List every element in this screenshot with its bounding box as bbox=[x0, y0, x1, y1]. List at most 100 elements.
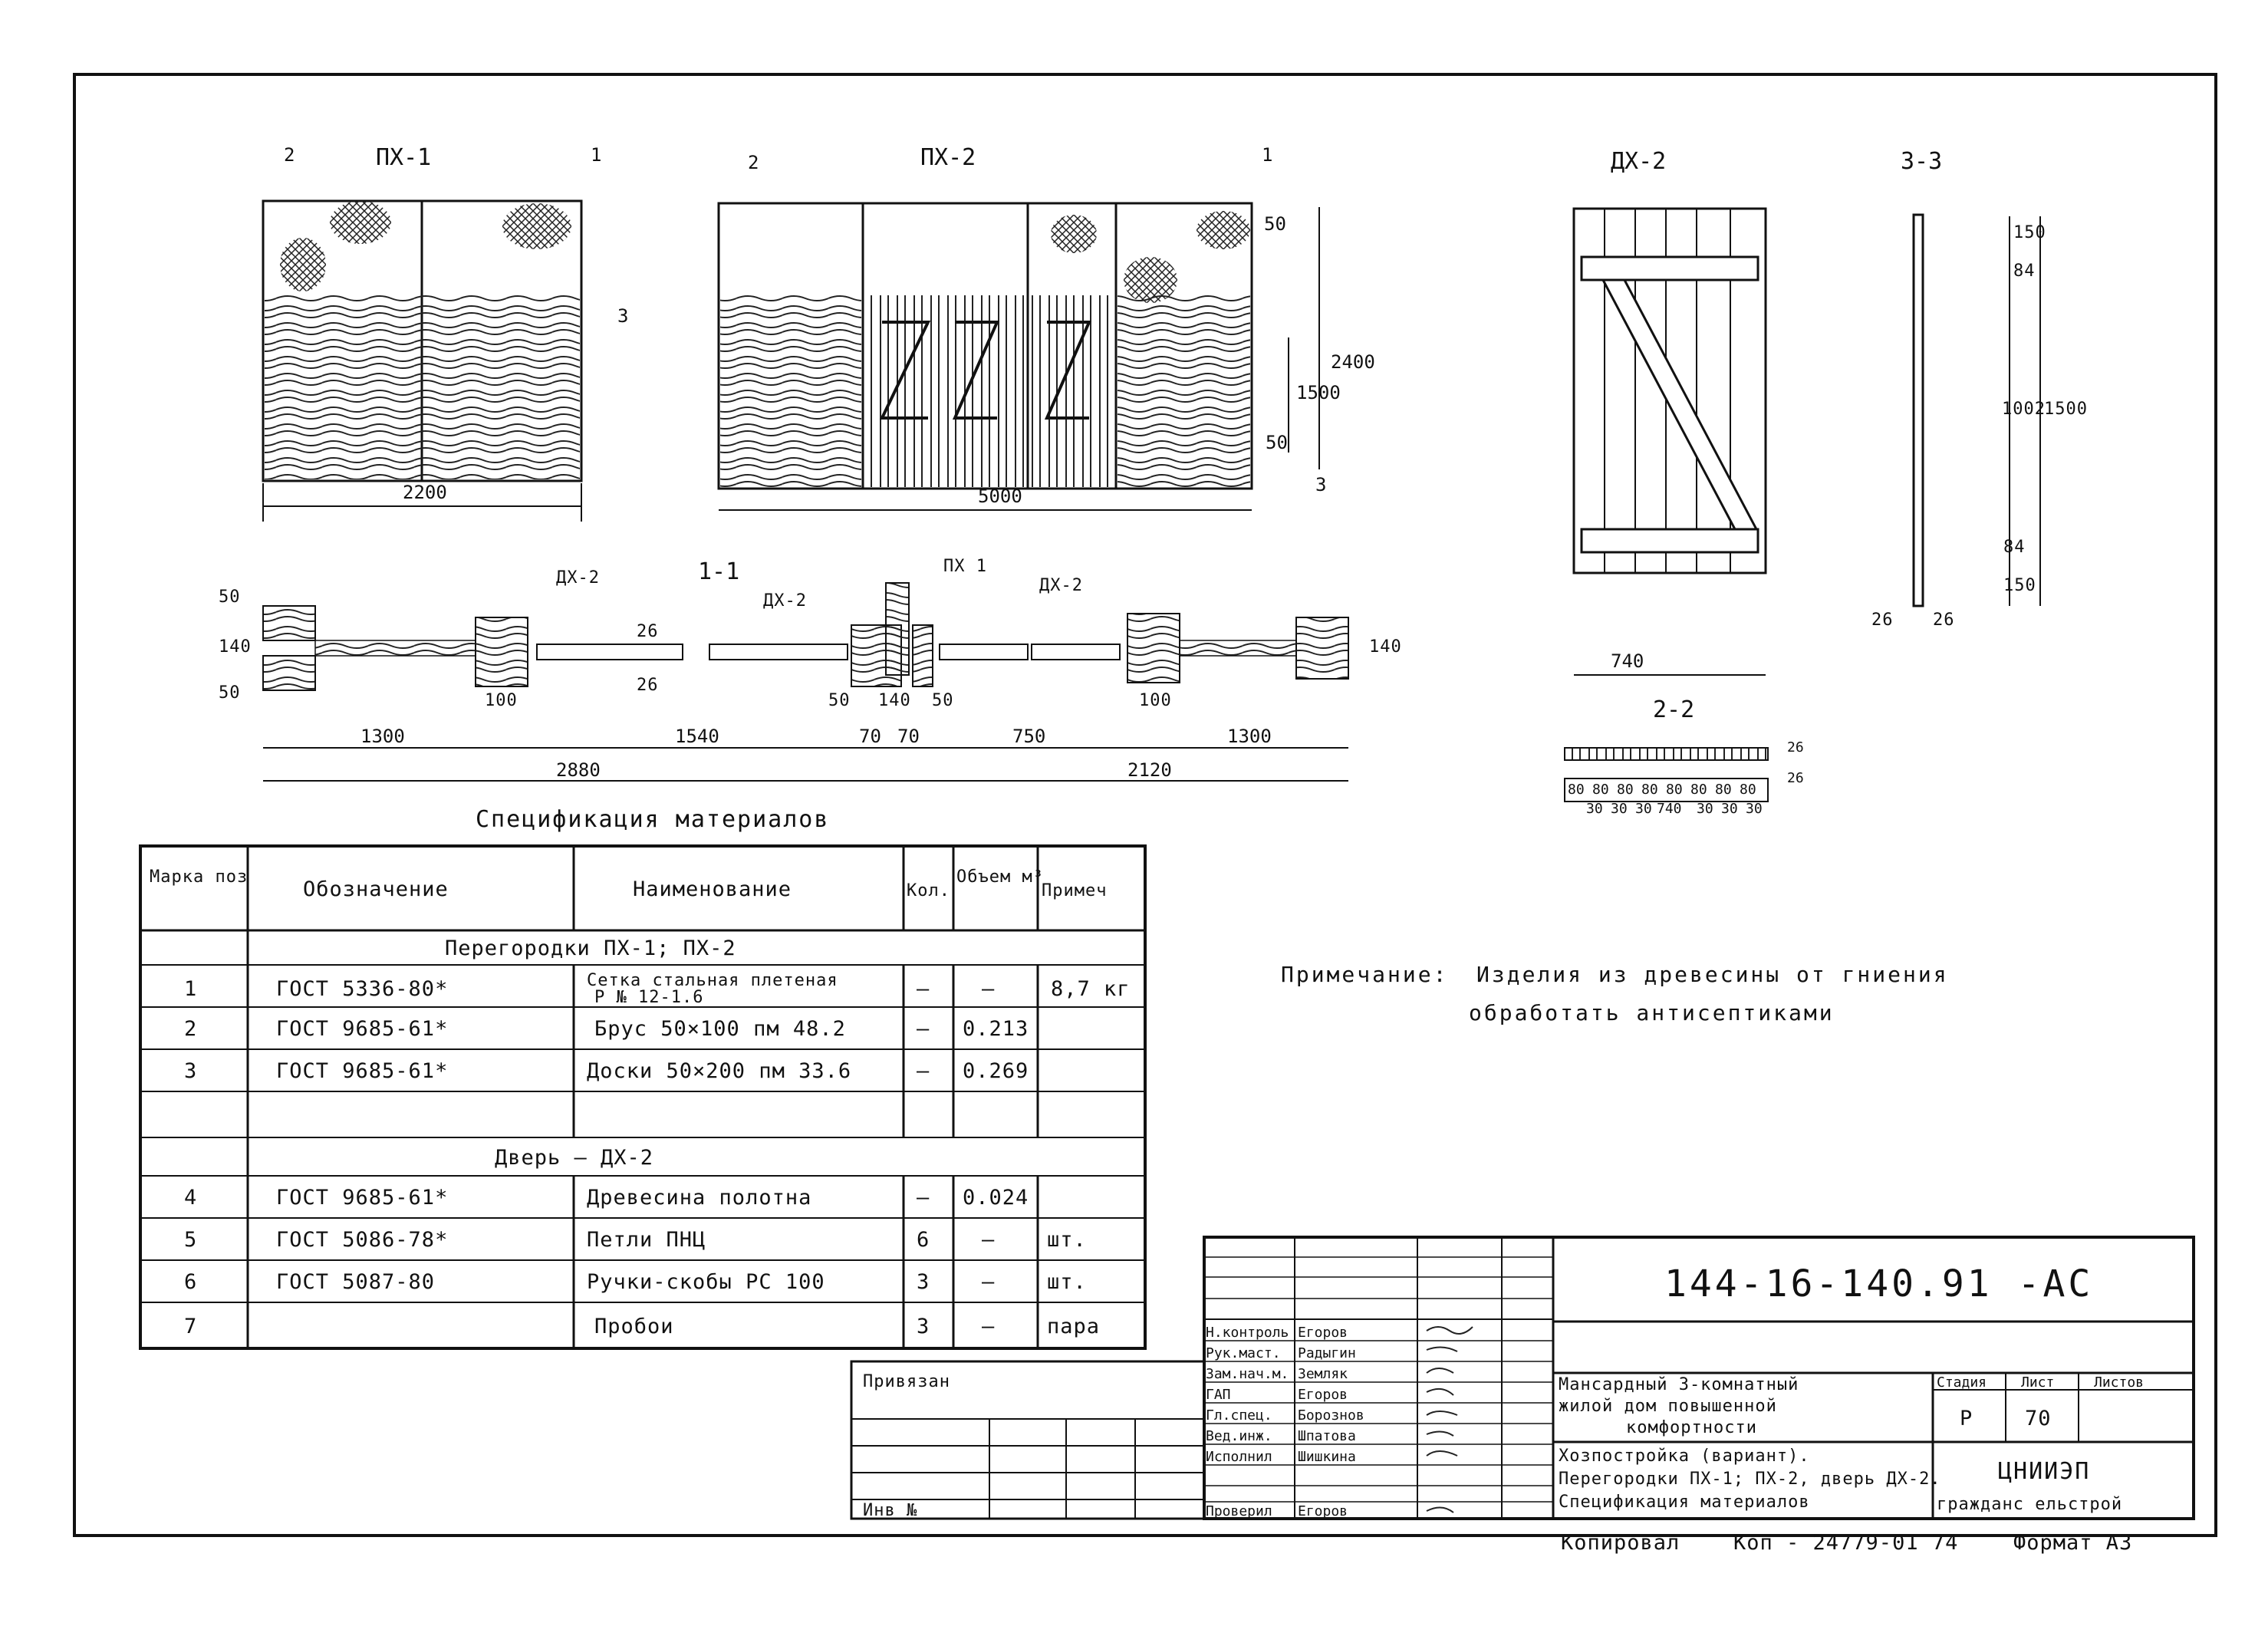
plan-dim-1300a: 1300 bbox=[360, 726, 405, 747]
stamp-name-7: Шишкина bbox=[1298, 1449, 1356, 1465]
svg-text:7: 7 bbox=[184, 1315, 197, 1338]
px1-title: ПХ-1 bbox=[376, 144, 431, 171]
group-partitions: Перегородки ПХ-1; ПХ-2 bbox=[445, 937, 736, 960]
privyazan-label: Привязан bbox=[863, 1372, 950, 1391]
plan-total-2880: 2880 bbox=[556, 759, 601, 781]
plan-small-140a: 140 bbox=[219, 637, 252, 657]
footer-code: Коп - 24779-01 74 bbox=[1733, 1531, 1958, 1555]
svg-text:—: — bbox=[917, 1017, 930, 1041]
px2-dim-50-top: 50 bbox=[1264, 213, 1286, 235]
door-thk-1: 26 bbox=[1871, 611, 1894, 630]
plan-label-px1: ПХ 1 bbox=[943, 557, 987, 576]
plan-dim-70a: 70 bbox=[859, 726, 881, 747]
svg-text:Древесина полотна: Древесина полотна bbox=[587, 1186, 811, 1210]
px2-mark-3: 3 bbox=[1315, 474, 1326, 495]
sheet-line-3: Спецификация материалов bbox=[1559, 1493, 1810, 1512]
board-80-3: 80 bbox=[1617, 782, 1634, 798]
board-80-2: 80 bbox=[1592, 782, 1609, 798]
plan-label-dx2-1: ДХ-2 bbox=[556, 568, 600, 588]
project-line-2: жилой дом повышенной bbox=[1559, 1397, 1777, 1416]
footer-format: Формат А3 bbox=[2013, 1531, 2132, 1555]
stamp-role-7: Исполнил bbox=[1206, 1449, 1272, 1465]
svg-text:3: 3 bbox=[184, 1059, 197, 1083]
plan-1-1: 1-1 ДХ-2 ДХ-2 ПХ 1 ДХ-2 50 140 50 100 50… bbox=[219, 557, 1402, 782]
sheet-line-2: Перегородки ПХ-1; ПХ-2, дверь ДХ-2. bbox=[1559, 1470, 1941, 1489]
svg-text:—: — bbox=[982, 1315, 995, 1338]
board-80-6: 80 bbox=[1690, 782, 1707, 798]
plan-small-50a: 50 bbox=[219, 588, 241, 607]
door-dim-150-bot: 150 bbox=[2003, 576, 2036, 595]
svg-text:3: 3 bbox=[917, 1270, 930, 1294]
door-dim-84-bot: 84 bbox=[2003, 538, 2026, 557]
svg-text:шт.: шт. bbox=[1047, 1270, 1087, 1294]
door-thk-2: 26 bbox=[1933, 611, 1955, 630]
svg-text:0.024: 0.024 bbox=[963, 1186, 1029, 1210]
col-header-name: Наименование bbox=[633, 877, 792, 901]
stamp-name-2: Радыгин bbox=[1298, 1345, 1356, 1361]
svg-text:ГОСТ 9685-61*: ГОСТ 9685-61* bbox=[276, 1186, 448, 1210]
spec-title: Спецификация материалов bbox=[476, 806, 829, 833]
stage-value: Р bbox=[1960, 1407, 1973, 1430]
plan-total-2120: 2120 bbox=[1127, 759, 1172, 781]
table-row: 4 ГОСТ 9685-61* Древесина полотна — 0.02… bbox=[184, 1186, 1029, 1210]
px1-mark-3: 3 bbox=[617, 305, 628, 327]
plan-small-50c: 50 bbox=[828, 691, 851, 710]
stamp-name-1: Егоров bbox=[1298, 1325, 1348, 1341]
drawing-note: Примечание: Изделия из древесины от гние… bbox=[1281, 962, 1947, 1025]
px2-dim-2400: 2400 bbox=[1331, 351, 1375, 373]
svg-text:пара: пара bbox=[1047, 1315, 1100, 1338]
svg-text:2: 2 bbox=[184, 1017, 197, 1041]
svg-text:—: — bbox=[982, 977, 995, 1001]
svg-text:6: 6 bbox=[184, 1270, 197, 1294]
plan-dim-70b: 70 bbox=[897, 726, 920, 747]
spec-table: Спецификация материалов Марка поз Обозна… bbox=[139, 806, 1147, 1350]
px1-elevation: ПХ-1 2200 2 1 3 bbox=[262, 144, 628, 522]
stamp-role-2: Рук.маст. bbox=[1206, 1345, 1281, 1361]
plan-dim-750: 750 bbox=[1012, 726, 1045, 747]
svg-text:ГОСТ 5086-78*: ГОСТ 5086-78* bbox=[276, 1228, 448, 1252]
svg-text:—: — bbox=[982, 1270, 995, 1294]
px2-elevation: ПХ-2 5000 50 2400 1500 50 2 1 3 bbox=[717, 144, 1375, 511]
svg-text:ГОСТ 5087-80: ГОСТ 5087-80 bbox=[276, 1270, 435, 1294]
door-dim-1002: 1002 bbox=[2002, 400, 2046, 419]
svg-text:ГОСТ 5336-80*: ГОСТ 5336-80* bbox=[276, 977, 448, 1001]
plan-label-dx2-2: ДХ-2 bbox=[763, 591, 807, 611]
note-label: Примечание: bbox=[1281, 962, 1448, 987]
board-80-1: 80 bbox=[1568, 782, 1585, 798]
plan-small-140c: 140 bbox=[1369, 637, 1402, 657]
px1-mark-2: 2 bbox=[284, 144, 295, 166]
footer-copy: Копировал bbox=[1561, 1531, 1680, 1555]
col-header-note: Примеч bbox=[1042, 881, 1107, 900]
plan-small-140b: 140 bbox=[878, 691, 911, 710]
plan-dim-1540: 1540 bbox=[675, 726, 719, 747]
svg-text:шт.: шт. bbox=[1047, 1228, 1087, 1252]
stamp-name-4: Егоров bbox=[1298, 1387, 1348, 1403]
stamp-role-3: Зам.нач.м. bbox=[1206, 1366, 1289, 1382]
board-total: 740 bbox=[1657, 801, 1682, 817]
project-line-1: Мансардный 3-комнатный bbox=[1559, 1375, 1799, 1394]
dx2-door: ДХ-2 740 2-2 80 80 80 80 80 80 80 80 30 … bbox=[1564, 148, 1804, 817]
board-gap-4: 30 bbox=[1697, 801, 1713, 817]
sheets-label: Листов bbox=[2094, 1374, 2144, 1391]
svg-text:Брус 50×100 пм 48.2: Брус 50×100 пм 48.2 bbox=[594, 1017, 846, 1041]
section-3-3-label: 3-3 bbox=[1901, 148, 1942, 175]
col-header-pos: Марка поз bbox=[150, 867, 248, 887]
sheet-number: 70 bbox=[2025, 1407, 2052, 1430]
board-gap-2: 30 bbox=[1611, 801, 1628, 817]
stamp-role-8: Проверил bbox=[1206, 1503, 1272, 1519]
board-gap-1: 30 bbox=[1586, 801, 1603, 817]
px2-mark-2: 2 bbox=[748, 152, 759, 173]
svg-text:—: — bbox=[917, 977, 930, 1001]
col-header-code: Обозначение bbox=[303, 877, 449, 901]
sheet-label: Лист bbox=[2021, 1374, 2054, 1391]
stamp-name-3: Земляк bbox=[1298, 1366, 1348, 1382]
stamp-role-1: Н.контроль bbox=[1206, 1325, 1289, 1341]
table-row: 2 ГОСТ 9685-61* Брус 50×100 пм 48.2 — 0.… bbox=[184, 1017, 1028, 1041]
table-row: 6 ГОСТ 5087-80 Ручки-скобы РС 100 3 — шт… bbox=[184, 1270, 1087, 1294]
table-row: 1 ГОСТ 5336-80* Сетка стальная плетеная … bbox=[184, 971, 1130, 1007]
px2-width-dim: 5000 bbox=[978, 486, 1022, 507]
stamp-name-6: Шпатова bbox=[1298, 1428, 1356, 1444]
plan-dim-1300b: 1300 bbox=[1227, 726, 1272, 747]
table-row: 7 Пробои 3 — пара bbox=[184, 1315, 1100, 1338]
svg-text:Сетка стальная плетеная: Сетка стальная плетеная bbox=[587, 971, 838, 990]
